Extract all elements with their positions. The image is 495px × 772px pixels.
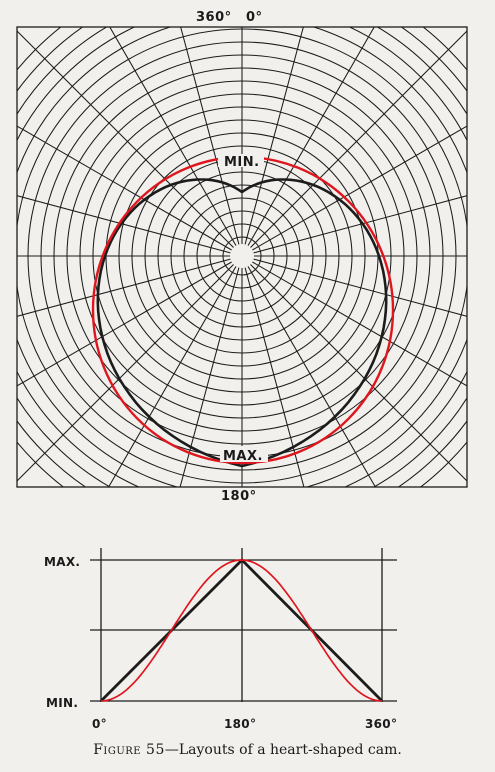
label-max-polar: MAX. [223, 449, 263, 464]
label-0-top: 0° [246, 10, 263, 25]
figure-caption: Figure 55—Layouts of a heart-shaped cam. [0, 742, 495, 758]
label-180-bottom: 180° [221, 489, 257, 504]
label-max-graph: MAX. [44, 555, 80, 569]
polar-spoke [253, 195, 467, 254]
tick-label-0: 0° [92, 717, 107, 731]
polar-spoke [17, 30, 234, 248]
polar-spoke [247, 266, 376, 487]
polar-spoke [108, 266, 237, 487]
heart-cam-profile [96, 178, 388, 468]
polar-spoke [17, 195, 231, 254]
polar-spoke [250, 30, 467, 248]
polar-diagram: 360° 0° MIN. MAX. 180° [16, 10, 468, 504]
polar-spoke [17, 261, 232, 387]
polar-spoke [109, 27, 237, 246]
figure-number: Figure 55 [93, 742, 165, 758]
polar-spoke [180, 27, 240, 245]
tick-label-180: 180° [224, 717, 256, 731]
polar-spoke [252, 261, 467, 387]
harmonic-motion-curve [100, 559, 383, 702]
label-min-graph: MIN. [46, 696, 78, 710]
figure-caption-text: —Layouts of a heart-shaped cam. [164, 742, 402, 758]
polar-spoke [179, 267, 240, 487]
tick-label-360: 360° [365, 717, 397, 731]
polar-spoke [17, 264, 234, 482]
label-360-top: 360° [196, 10, 232, 25]
polar-spoke [247, 27, 375, 246]
polar-spoke [252, 125, 467, 251]
polar-spoke [250, 264, 467, 482]
polar-spoke [244, 267, 305, 487]
polar-grid [17, 27, 467, 487]
polar-spoke [17, 125, 232, 251]
polar-spoke [253, 258, 467, 317]
displacement-graph: MAX. MIN. 0° 180° 360° [44, 548, 397, 731]
label-min-polar: MIN. [224, 155, 260, 170]
polar-spoke [244, 27, 304, 245]
cam-circle-red [91, 155, 395, 465]
polar-spoke [17, 258, 231, 317]
